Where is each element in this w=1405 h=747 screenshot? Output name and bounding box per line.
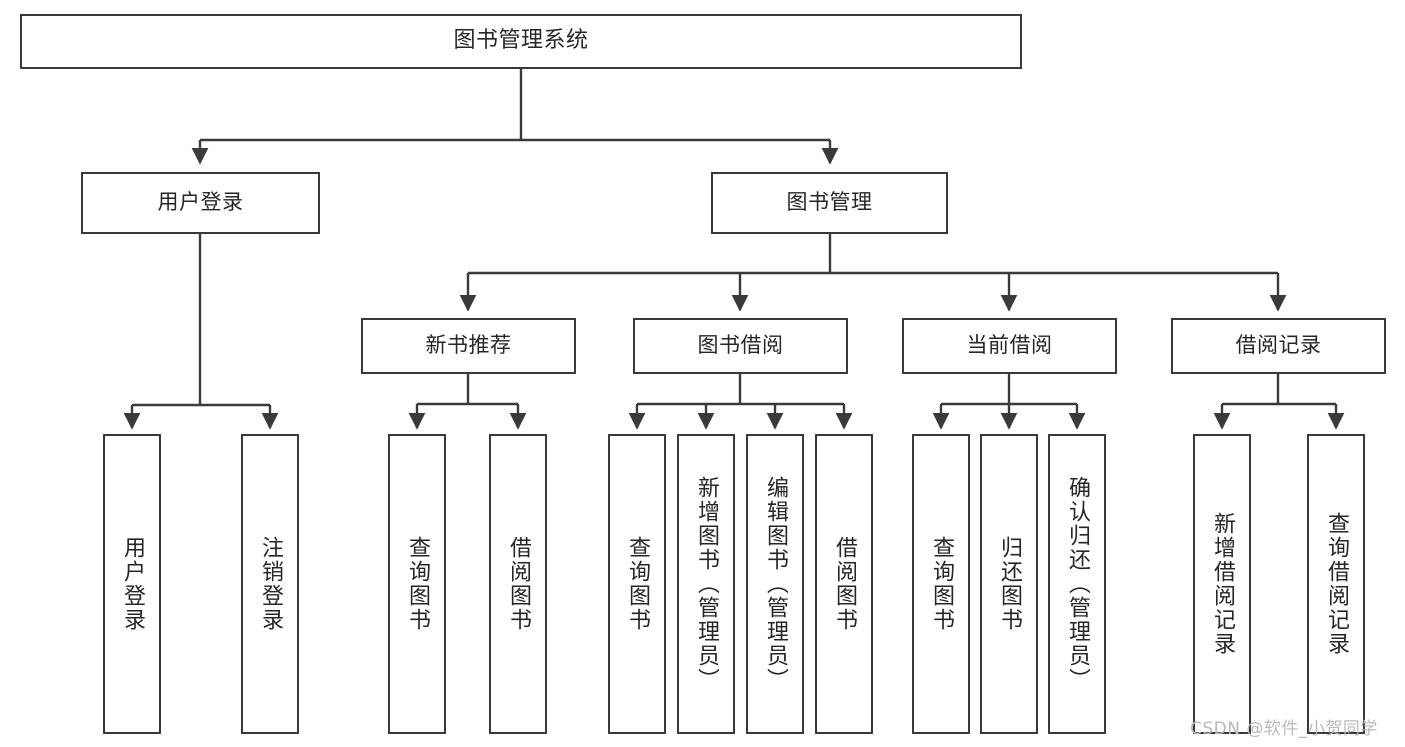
node-label: 借阅记录 bbox=[1235, 333, 1322, 358]
node-label: 用户登录 bbox=[157, 190, 244, 215]
leaf-query-book-current[interactable]: 查询图书 bbox=[912, 434, 970, 734]
node-user-login[interactable]: 用户登录 bbox=[81, 172, 320, 234]
node-label: 查询图书 bbox=[624, 536, 650, 632]
leaf-query-book-borrow[interactable]: 查询图书 bbox=[608, 434, 666, 734]
node-new-book-recommend[interactable]: 新书推荐 bbox=[361, 318, 576, 374]
node-label: 确认归还（管理员） bbox=[1064, 476, 1090, 692]
node-current-borrow[interactable]: 当前借阅 bbox=[902, 318, 1117, 374]
node-label: 当前借阅 bbox=[966, 333, 1053, 358]
node-label: 图书借阅 bbox=[697, 333, 784, 358]
leaf-borrow-book[interactable]: 借阅图书 bbox=[815, 434, 873, 734]
node-label: 查询借阅记录 bbox=[1323, 512, 1349, 656]
node-label: 注销登录 bbox=[257, 536, 283, 632]
node-label: 借阅图书 bbox=[505, 536, 531, 632]
leaf-confirm-return-admin[interactable]: 确认归还（管理员） bbox=[1048, 434, 1106, 734]
leaf-user-login[interactable]: 用户登录 bbox=[103, 434, 161, 734]
node-label: 查询图书 bbox=[928, 536, 954, 632]
node-label: 归还图书 bbox=[996, 536, 1022, 632]
node-label: 图书管理 bbox=[786, 190, 873, 215]
leaf-add-book-admin[interactable]: 新增图书（管理员） bbox=[677, 434, 735, 734]
node-label: 借阅图书 bbox=[831, 536, 857, 632]
csdn-watermark: CSDN @软件_小贺同学 bbox=[1190, 719, 1378, 739]
leaf-return-book[interactable]: 归还图书 bbox=[980, 434, 1038, 734]
leaf-query-book-recommend[interactable]: 查询图书 bbox=[388, 434, 446, 734]
leaf-edit-book-admin[interactable]: 编辑图书（管理员） bbox=[746, 434, 804, 734]
leaf-borrow-book-recommend[interactable]: 借阅图书 bbox=[489, 434, 547, 734]
node-label: 用户登录 bbox=[119, 536, 145, 632]
node-label: 编辑图书（管理员） bbox=[762, 476, 788, 692]
leaf-add-borrow-record[interactable]: 新增借阅记录 bbox=[1193, 434, 1251, 734]
node-label: 新增借阅记录 bbox=[1209, 512, 1235, 656]
node-label: 查询图书 bbox=[404, 536, 430, 632]
leaf-query-borrow-record[interactable]: 查询借阅记录 bbox=[1307, 434, 1365, 734]
node-borrow-record[interactable]: 借阅记录 bbox=[1171, 318, 1386, 374]
node-label: 图书管理系统 bbox=[453, 28, 589, 54]
node-book-management[interactable]: 图书管理 bbox=[711, 172, 948, 234]
node-book-borrow[interactable]: 图书借阅 bbox=[633, 318, 848, 374]
node-root-system[interactable]: 图书管理系统 bbox=[20, 14, 1022, 69]
leaf-logout[interactable]: 注销登录 bbox=[241, 434, 299, 734]
node-label: 新增图书（管理员） bbox=[693, 476, 719, 692]
node-label: 新书推荐 bbox=[425, 333, 512, 358]
